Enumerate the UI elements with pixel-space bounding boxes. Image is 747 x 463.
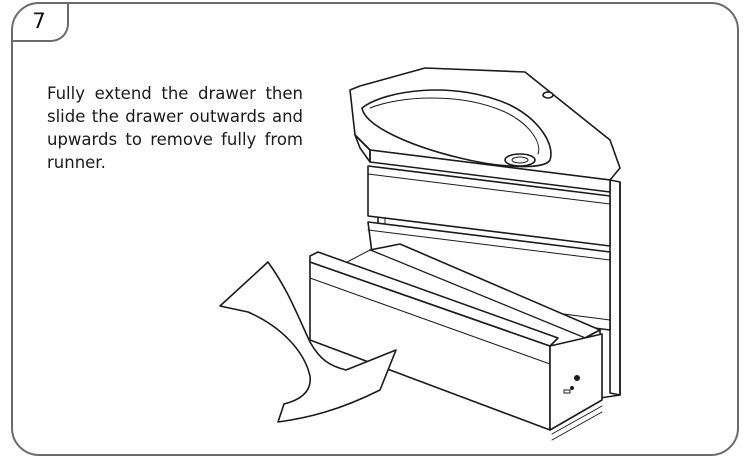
instruction-text: Fully extend the drawer then slide the d… (47, 84, 303, 172)
open-drawer-lip (309, 251, 559, 347)
cabinet-right-edge (599, 181, 621, 399)
step-number-tab: 7 (11, 2, 69, 42)
step-number: 7 (32, 8, 46, 33)
basin-bowl (361, 89, 552, 168)
upper-drawer-front (367, 165, 611, 247)
drawer-runner-side (549, 333, 603, 431)
drawer-runner-rail (551, 405, 603, 435)
curved-arrow-up-out-icon (219, 261, 397, 423)
instruction-panel-frame (11, 2, 739, 456)
runner-adjuster (574, 375, 580, 381)
vanity-illustration (200, 50, 700, 450)
tap-hole (542, 91, 554, 99)
cabinet-side-panel (609, 179, 621, 396)
